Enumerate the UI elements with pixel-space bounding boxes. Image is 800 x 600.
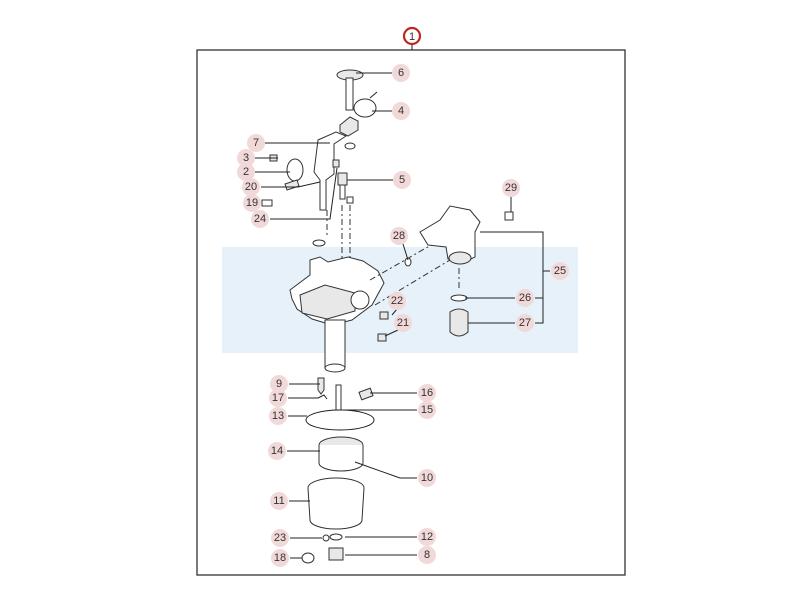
- svg-text:3: 3: [243, 152, 249, 164]
- callout-29[interactable]: 29: [502, 179, 520, 197]
- callout-23[interactable]: 23: [271, 529, 289, 547]
- parts: [261, 69, 514, 564]
- svg-text:24: 24: [254, 213, 266, 225]
- callout-21[interactable]: 21: [394, 314, 412, 332]
- callout-17[interactable]: 17: [269, 389, 287, 407]
- callout-28[interactable]: 28: [390, 227, 408, 245]
- callout-22[interactable]: 22: [388, 292, 406, 310]
- svg-text:26: 26: [519, 292, 531, 304]
- callout-19[interactable]: 19: [243, 194, 261, 212]
- callout-16[interactable]: 16: [418, 384, 436, 402]
- svg-text:12: 12: [421, 531, 433, 543]
- callout-11[interactable]: 11: [270, 492, 288, 510]
- svg-text:22: 22: [391, 295, 403, 307]
- callout-5[interactable]: 5: [393, 171, 411, 189]
- svg-text:2: 2: [243, 166, 249, 178]
- callout-18[interactable]: 18: [271, 549, 289, 567]
- callout-3[interactable]: 3: [237, 149, 255, 167]
- svg-text:25: 25: [554, 265, 566, 277]
- callout-26[interactable]: 26: [516, 289, 534, 307]
- svg-text:4: 4: [398, 105, 404, 117]
- callout-13[interactable]: 13: [269, 407, 287, 425]
- assembly-callout-1[interactable]: 1: [402, 26, 422, 46]
- callout-12[interactable]: 12: [418, 528, 436, 546]
- svg-text:8: 8: [424, 549, 430, 561]
- callout-27[interactable]: 27: [516, 314, 534, 332]
- svg-text:18: 18: [274, 552, 286, 564]
- callout-24[interactable]: 24: [251, 210, 269, 228]
- callout-2[interactable]: 2: [237, 163, 255, 181]
- callout-9[interactable]: 9: [270, 375, 288, 393]
- callout-25[interactable]: 25: [551, 262, 569, 280]
- callout-10[interactable]: 10: [418, 469, 436, 487]
- callouts: 6 4 7 3 2 20 19 24 5 29 28 25 26 27 22 2…: [237, 64, 569, 567]
- callout-7[interactable]: 7: [247, 134, 265, 152]
- svg-text:14: 14: [271, 445, 283, 457]
- svg-text:1: 1: [409, 31, 415, 43]
- svg-text:20: 20: [245, 181, 257, 193]
- svg-text:21: 21: [397, 317, 409, 329]
- svg-text:7: 7: [253, 137, 259, 149]
- svg-text:29: 29: [505, 182, 517, 194]
- svg-text:6: 6: [398, 67, 404, 79]
- callout-15[interactable]: 15: [418, 401, 436, 419]
- callout-20[interactable]: 20: [242, 178, 260, 196]
- callout-6[interactable]: 6: [392, 64, 410, 82]
- svg-text:27: 27: [519, 317, 531, 329]
- svg-text:13: 13: [272, 410, 284, 422]
- svg-text:23: 23: [274, 532, 286, 544]
- svg-text:10: 10: [421, 472, 433, 484]
- callout-14[interactable]: 14: [268, 442, 286, 460]
- svg-text:9: 9: [276, 378, 282, 390]
- svg-text:5: 5: [399, 174, 405, 186]
- svg-text:28: 28: [393, 230, 405, 242]
- svg-text:11: 11: [273, 495, 284, 507]
- svg-text:19: 19: [246, 197, 258, 209]
- callout-4[interactable]: 4: [392, 102, 410, 120]
- svg-text:17: 17: [272, 392, 284, 404]
- callout-8[interactable]: 8: [418, 546, 436, 564]
- svg-text:15: 15: [421, 404, 433, 416]
- diagram-frame: [196, 49, 626, 576]
- svg-text:16: 16: [421, 387, 433, 399]
